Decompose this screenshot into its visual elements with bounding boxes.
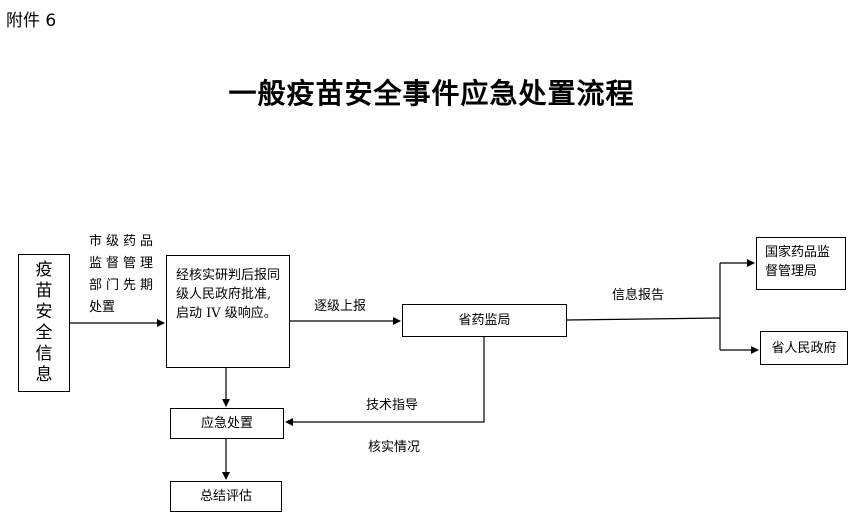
node-vaccine-safety-info-label: 疫苗安全信息 <box>35 260 53 385</box>
label-escalate-report: 逐级上报 <box>314 299 367 314</box>
node-national-drug-admin-label: 国家药品监督管理局 <box>765 245 831 279</box>
node-summary-evaluation: 总结评估 <box>170 481 282 512</box>
page-title: 一般疫苗安全事件应急处置流程 <box>228 77 635 110</box>
attachment-label: 附件 6 <box>6 11 57 31</box>
node-summary-evaluation-label: 总结评估 <box>199 489 252 504</box>
node-provincial-drug-admin-label: 省药监局 <box>458 313 511 328</box>
node-emergency-response-label: 应急处置 <box>200 416 253 431</box>
node-vaccine-safety-info: 疫苗安全信息 <box>18 254 70 392</box>
label-verify-situation: 核实情况 <box>368 440 421 455</box>
arrow-provincial-to-emergency <box>285 337 485 426</box>
node-verify-report-label: 经核实研判后报同级人民政府批准,启动 IV 级响应。 <box>176 268 281 321</box>
label-technical-guidance: 技术指导 <box>366 398 419 413</box>
line-provincial-to-split <box>566 317 721 321</box>
node-provincial-drug-admin: 省药监局 <box>402 304 567 337</box>
node-provincial-government-label: 省人民政府 <box>771 340 837 356</box>
node-provincial-government: 省人民政府 <box>760 331 848 365</box>
node-national-drug-admin: 国家药品监督管理局 <box>756 237 846 290</box>
label-city-dept-first-response: 市级药品监督管理部门先期处置 <box>89 234 153 315</box>
node-emergency-response: 应急处置 <box>170 408 284 439</box>
node-verify-report: 经核实研判后报同级人民政府批准,启动 IV 级响应。 <box>166 255 290 368</box>
label-info-report: 信息报告 <box>612 288 665 303</box>
